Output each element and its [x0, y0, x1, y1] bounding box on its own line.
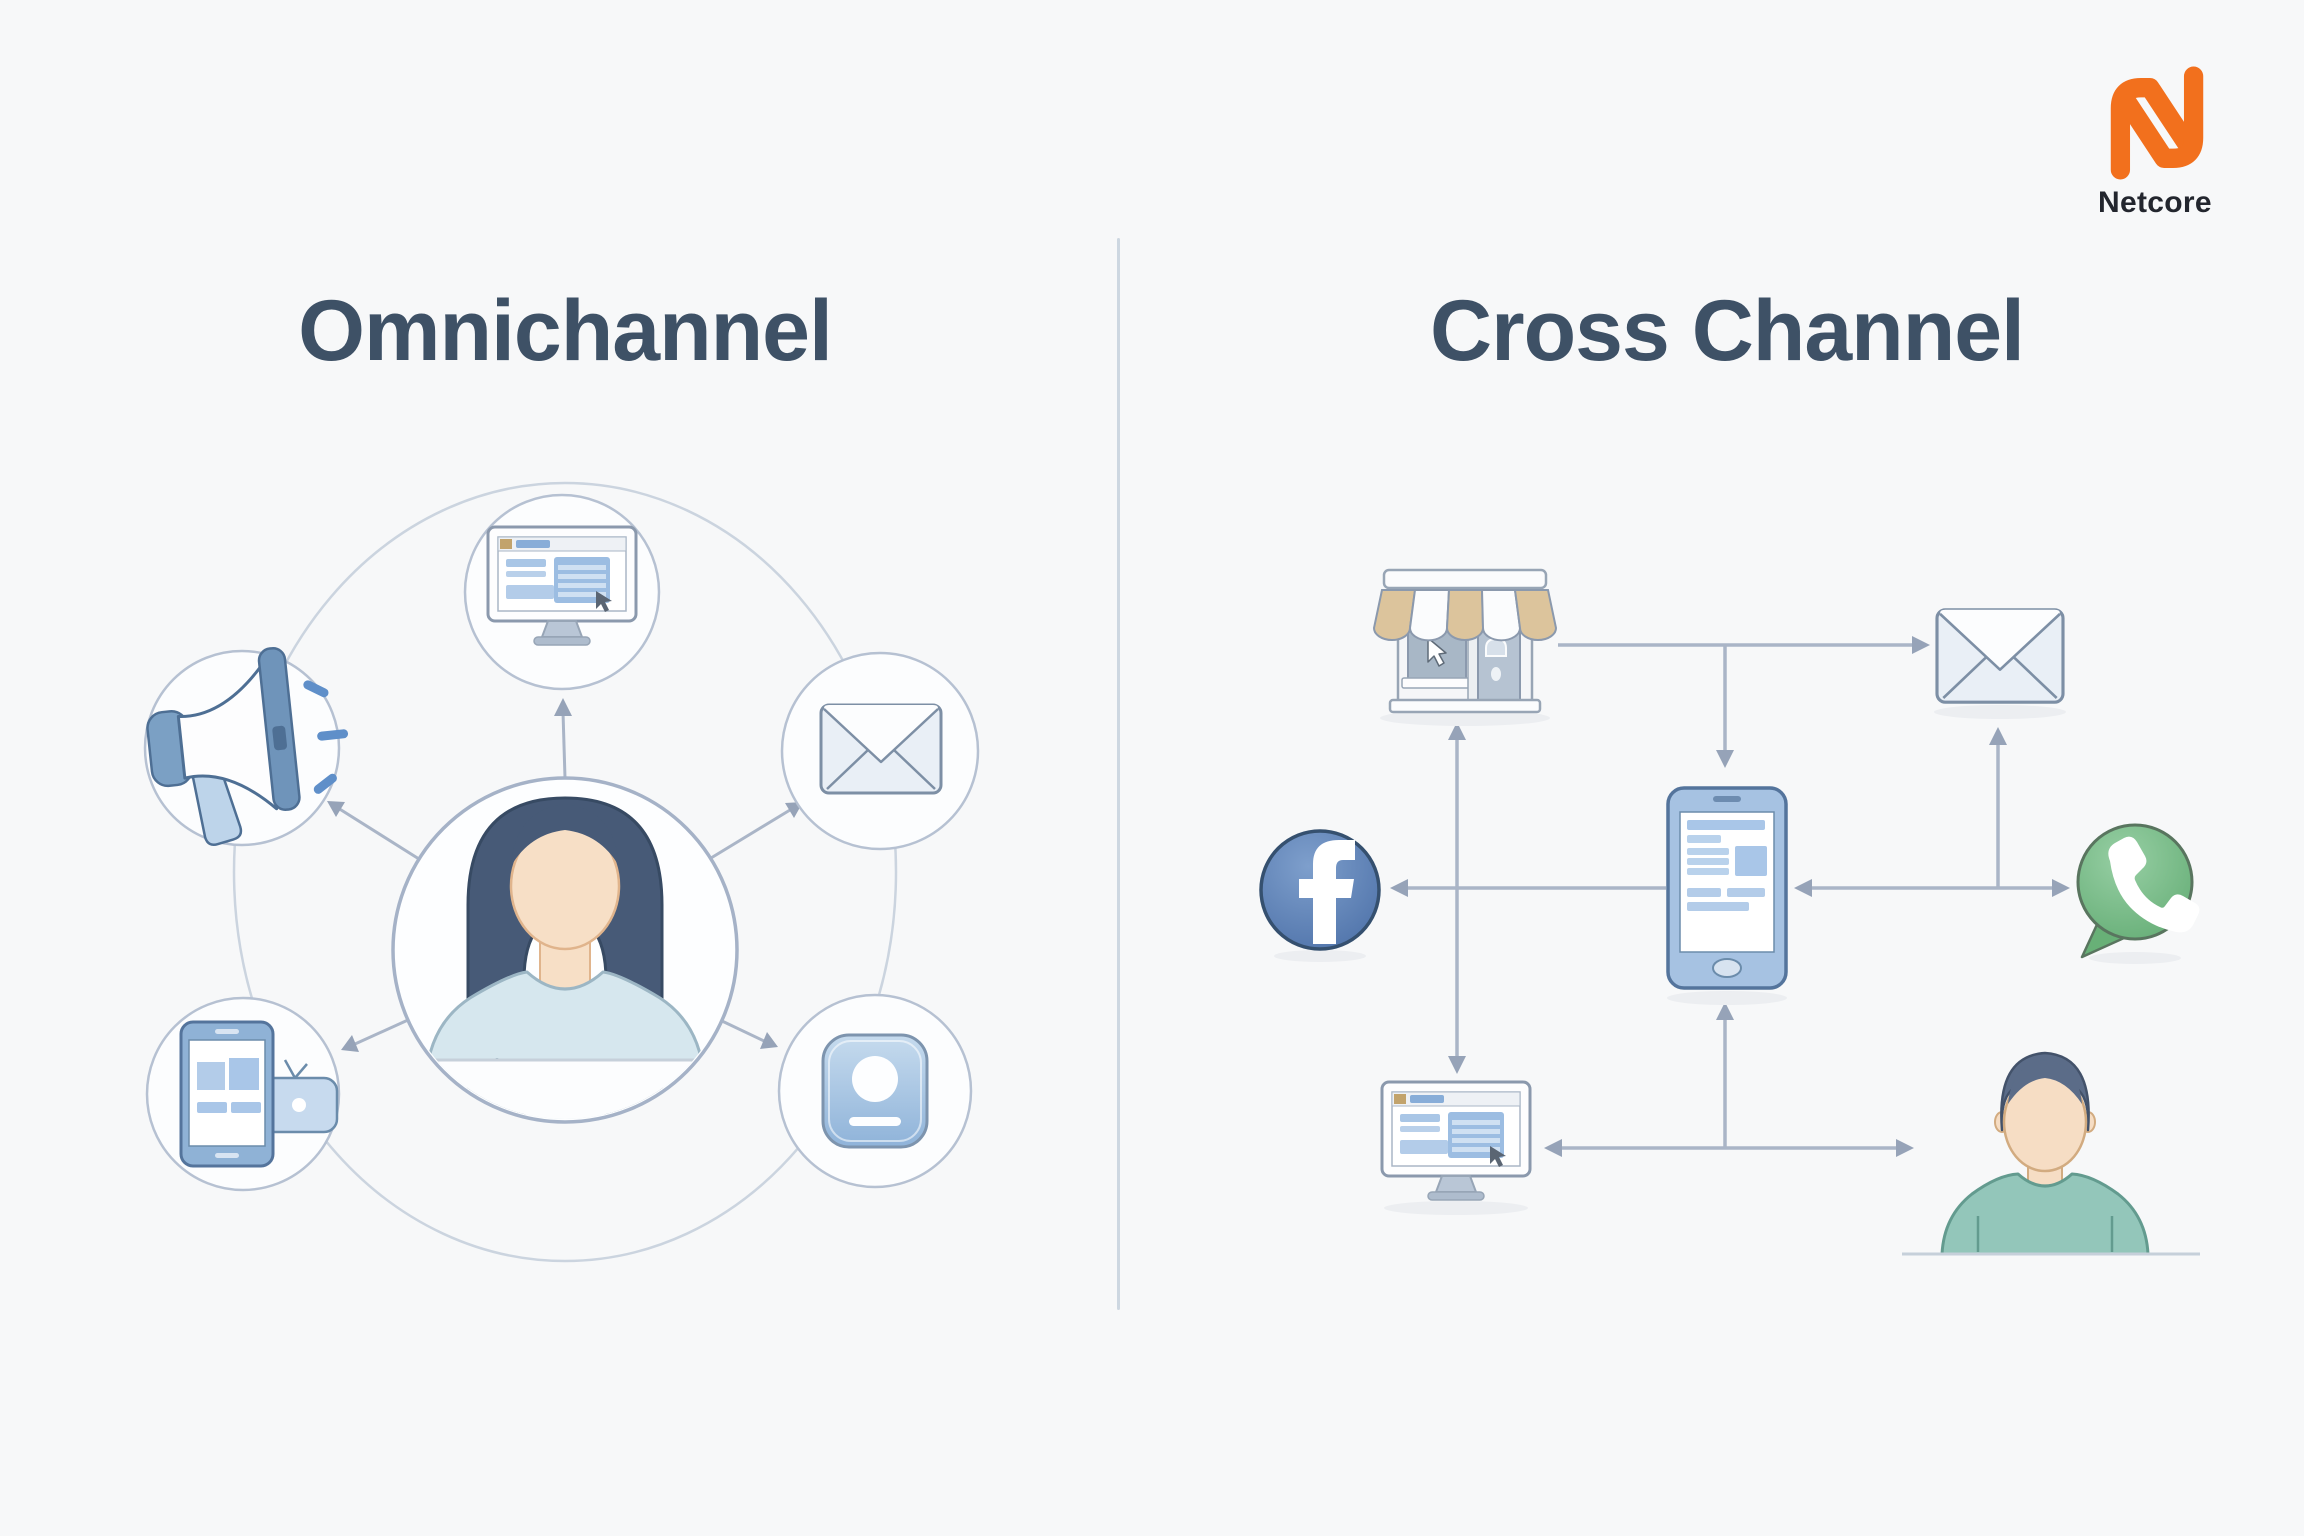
whatsapp-icon [2076, 823, 2200, 959]
facebook-icon [1259, 829, 1381, 951]
mobile-app-chat-icon [179, 1020, 339, 1168]
network-arrowheads [1390, 636, 2070, 1157]
email-envelope-icon [819, 703, 943, 795]
storefront-icon [1372, 568, 1558, 714]
omnichannel-diagram [143, 481, 980, 1263]
contact-card-icon [821, 1033, 929, 1149]
network-connectors [1398, 643, 2062, 1150]
hair-fringe [2008, 1060, 2082, 1104]
cross-channel-diagram [1259, 568, 2200, 1256]
cursor-icon [1427, 637, 1447, 667]
desktop-browser-icon [1380, 1080, 1532, 1202]
awning [1372, 589, 1558, 642]
megaphone-icon [146, 647, 349, 847]
hair-fringe [511, 804, 619, 866]
customer-avatar-male [1902, 1051, 2200, 1256]
email-envelope-icon [1935, 608, 2065, 704]
brand-block: Netcore [2096, 62, 2246, 220]
smartphone-icon [1666, 786, 1788, 990]
brand-wordmark: Netcore [2098, 186, 2212, 219]
icon-shadows [1274, 705, 2181, 1215]
sound-waves [303, 680, 349, 794]
shirt [1940, 1172, 2150, 1256]
netcore-n-monogram-icon [2110, 66, 2204, 180]
cross-channel-title: Cross Channel [1430, 283, 2025, 379]
radial-arrows [337, 711, 791, 1046]
channel-ring [232, 481, 898, 1263]
omnichannel-title: Omnichannel [298, 283, 833, 379]
panel-divider [1117, 238, 1120, 1310]
